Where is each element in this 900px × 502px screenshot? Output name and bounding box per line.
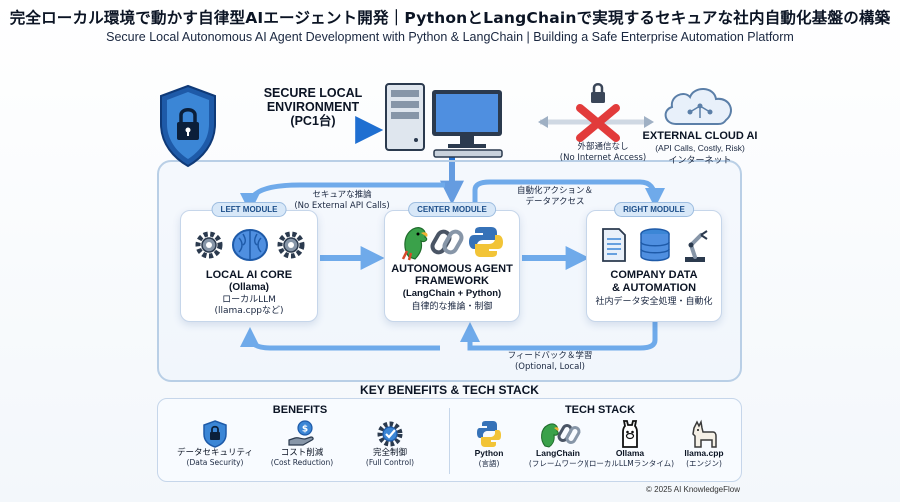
benefits-heading: KEY BENEFITS & TECH STACK — [360, 383, 539, 397]
tech-name: Ollama — [615, 448, 645, 458]
no-internet-en: (No Internet Access) — [559, 152, 647, 163]
copyright: © 2025 AI KnowledgeFlow — [646, 485, 740, 494]
shield-lock-icon — [160, 84, 216, 168]
ollama-icon — [622, 420, 638, 448]
gear-icon — [195, 231, 223, 259]
feedback-jp: フィードバック＆学習 — [507, 351, 593, 361]
no-internet-jp: 外部通信なし — [577, 142, 629, 152]
benefits-divider — [449, 408, 450, 474]
left-module-sub2: (llama.cppなど) — [214, 306, 284, 316]
automation-jp2: データアクセス — [525, 196, 585, 207]
automation-jp: 自動化アクション＆ — [516, 186, 594, 196]
feedback-label: フィードバック＆学習 (Optional, Local) — [500, 351, 600, 372]
environment-label-line2: ENVIRONMENT — [266, 100, 360, 114]
blocked-lock-icon — [576, 83, 620, 142]
brain-icon — [232, 229, 268, 261]
data-automation-icons — [602, 228, 708, 262]
database-icon — [640, 228, 670, 262]
lock-shield-icon — [203, 420, 227, 448]
automation-label: 自動化アクション＆ データアクセス — [500, 186, 610, 207]
python-icon — [477, 421, 501, 447]
tech-sub: (フレームワーク) — [528, 459, 588, 468]
cloud-ai-icon — [664, 88, 732, 125]
tech-sub: (エンジン) — [686, 459, 722, 468]
benefit-label: データセキュリティ — [177, 448, 253, 458]
cost-hand-icon: $ — [288, 420, 314, 446]
parrot-icon — [401, 227, 428, 261]
tech-item: Ollama (ローカルLLMランタイム) — [580, 420, 680, 469]
page-title: 完全ローカル環境で動かす自律型AIエージェント開発｜PythonとLangCha… — [9, 9, 891, 27]
benefit-sub: (Full Control) — [365, 458, 415, 467]
gear-check-icon — [377, 421, 403, 447]
environment-label-line1: SECURE LOCAL — [263, 86, 363, 100]
right-module-title1: COMPANY DATA — [610, 269, 698, 281]
secure-inference-en: (No External API Calls) — [294, 200, 390, 211]
left-module-card: LEFT MODULE LOCAL AI CORE (Ollama) ローカルL… — [180, 202, 318, 322]
environment-label-line3: (PC1台) — [290, 114, 336, 128]
external-cloud-subtitle: (API Calls, Costly, Risk) — [655, 143, 745, 153]
llama-icon — [692, 419, 717, 448]
center-module-title3: (LangChain + Python) — [402, 288, 502, 299]
center-module-card: CENTER MODULE AUTONOMOUS AGENT FRAMEWORK… — [384, 202, 520, 322]
tech-title: TECH STACK — [564, 404, 636, 416]
server-pc-icon — [385, 83, 503, 158]
tech-name: Python — [474, 448, 504, 458]
environment-label: SECURE LOCAL ENVIRONMENT (PC1台) — [248, 86, 378, 128]
right-module-card: RIGHT MODULE COMPANY DATA & AUTOMATION 社… — [586, 202, 722, 322]
robot-arm-icon — [685, 230, 708, 262]
tech-item: llama.cpp (エンジン) — [674, 419, 734, 469]
benefit-label: 完全制御 — [372, 448, 407, 458]
framework-icons — [401, 227, 503, 261]
benefits-title: BENEFITS — [272, 404, 328, 416]
tech-name: llama.cpp — [684, 448, 724, 458]
benefit-label: コスト削減 — [280, 448, 324, 458]
tech-sub: (ローカルLLMランタイム) — [585, 459, 675, 468]
tech-item: Python (言語) — [462, 420, 516, 469]
tech-name: LangChain — [536, 448, 580, 458]
center-module-sub1: 自律的な推論・制御 — [411, 302, 493, 312]
gear-icon-2 — [277, 231, 305, 259]
document-icon — [602, 228, 626, 262]
left-module-title1: LOCAL AI CORE — [205, 269, 293, 281]
tech-sub: (言語) — [478, 459, 500, 468]
left-module-title2: (Ollama) — [228, 282, 269, 293]
benefit-item: 完全制御 (Full Control) — [350, 420, 430, 468]
benefit-item: $ コスト削減 (Cost Reduction) — [262, 420, 342, 468]
right-module-badge: RIGHT MODULE — [614, 202, 694, 217]
page-subtitle: Secure Local Autonomous AI Agent Develop… — [106, 30, 794, 44]
langchain-icon — [541, 423, 581, 448]
benefit-sub: (Data Security) — [186, 458, 244, 467]
chain-link-icon — [430, 229, 464, 255]
secure-inference-label: セキュアな推論 (No External API Calls) — [282, 190, 402, 211]
tech-item: LangChain (フレームワーク) — [520, 420, 596, 469]
right-module-title2: & AUTOMATION — [611, 282, 697, 294]
ai-core-icons — [195, 229, 305, 261]
center-module-badge: CENTER MODULE — [408, 202, 496, 217]
python-icon — [469, 227, 503, 257]
no-internet-label: 外部通信なし (No Internet Access) — [548, 142, 658, 163]
benefit-sub: (Cost Reduction) — [270, 458, 334, 467]
feedback-en: (Optional, Local) — [514, 361, 585, 372]
center-module-title1: AUTONOMOUS AGENT — [391, 263, 513, 275]
internet-label: インターネット — [668, 156, 732, 166]
svg-text:$: $ — [302, 425, 308, 435]
right-module-sub1: 社内データ安全処理・自動化 — [595, 297, 713, 307]
benefit-item: データセキュリティ (Data Security) — [175, 420, 255, 468]
secure-inference-jp: セキュアな推論 — [312, 190, 372, 200]
center-module-title2: FRAMEWORK — [415, 275, 489, 287]
left-module-sub1: ローカルLLM — [222, 295, 276, 305]
left-module-badge: LEFT MODULE — [211, 202, 287, 217]
external-cloud-title: EXTERNAL CLOUD AI — [642, 130, 758, 142]
